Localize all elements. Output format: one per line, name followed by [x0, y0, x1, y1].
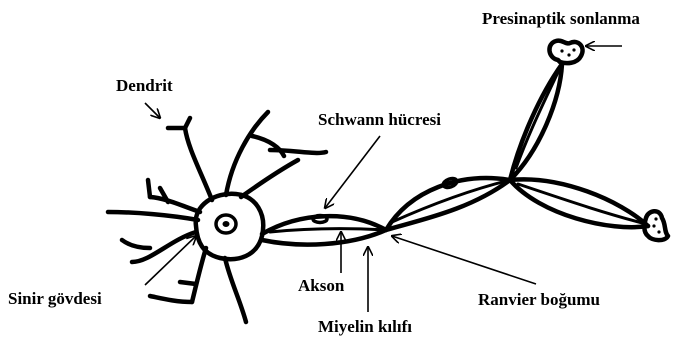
- dendrit-arrow: [145, 103, 160, 118]
- ranvier-arrow: [392, 236, 536, 284]
- cell-body: [196, 194, 263, 259]
- presinaptik-label: Presinaptik sonlanma: [482, 10, 640, 27]
- sinir-govdesi-label: Sinir gövdesi: [8, 290, 102, 307]
- dendrites: [108, 112, 326, 322]
- dendrit-label: Dendrit: [116, 77, 173, 94]
- ranvier-label: Ranvier boğumu: [478, 291, 600, 308]
- akson-label: Akson: [298, 277, 344, 294]
- miyelin-label: Miyelin kılıfı: [318, 318, 412, 335]
- schwann-arrow: [325, 136, 380, 208]
- presynaptic-terminals: [549, 41, 668, 241]
- schwann-label: Schwann hücresi: [318, 111, 441, 128]
